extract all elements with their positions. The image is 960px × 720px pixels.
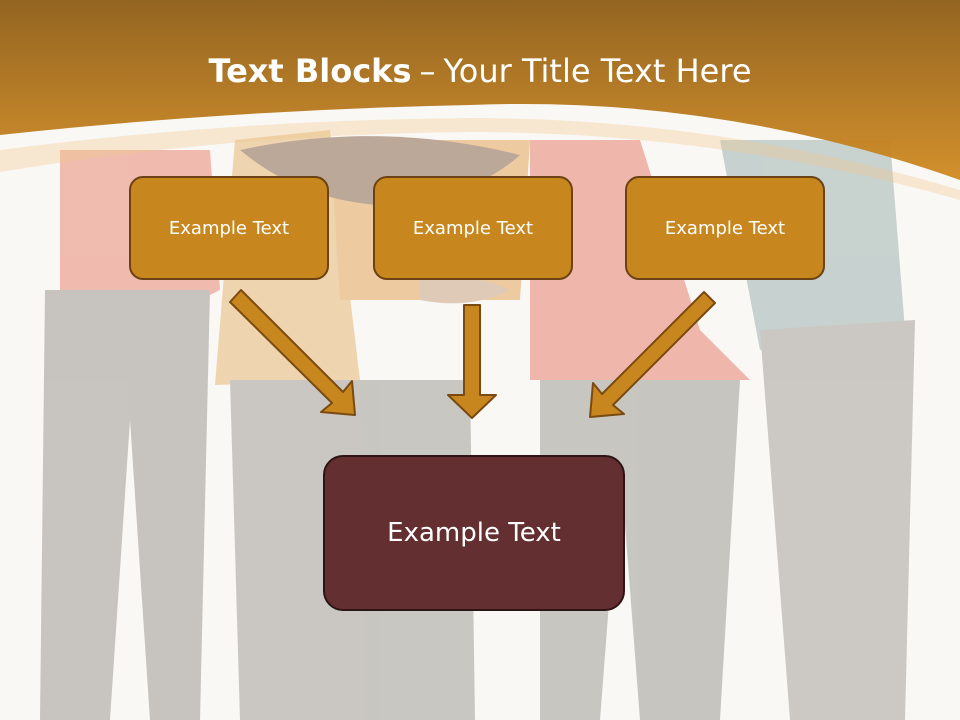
- title-separator: –: [419, 52, 436, 90]
- slide-title: Text Blocks–Your Title Text Here: [0, 52, 960, 90]
- text-block-top-right: Example Text: [625, 176, 825, 280]
- text-block-top-center: Example Text: [373, 176, 573, 280]
- title-rest: Your Title Text Here: [443, 52, 752, 90]
- text-block-label: Example Text: [664, 217, 786, 239]
- text-block-label: Example Text: [168, 217, 290, 239]
- text-block-bottom-label: Example Text: [387, 518, 561, 548]
- text-block-bottom: Example Text: [323, 455, 625, 611]
- text-block-label: Example Text: [412, 217, 534, 239]
- arrow-right-diagonal: [589, 291, 716, 418]
- arrow-center-down: [447, 304, 497, 419]
- text-block-top-left: Example Text: [129, 176, 329, 280]
- arrow-left-diagonal: [229, 289, 356, 416]
- title-bold-part: Text Blocks: [208, 52, 412, 90]
